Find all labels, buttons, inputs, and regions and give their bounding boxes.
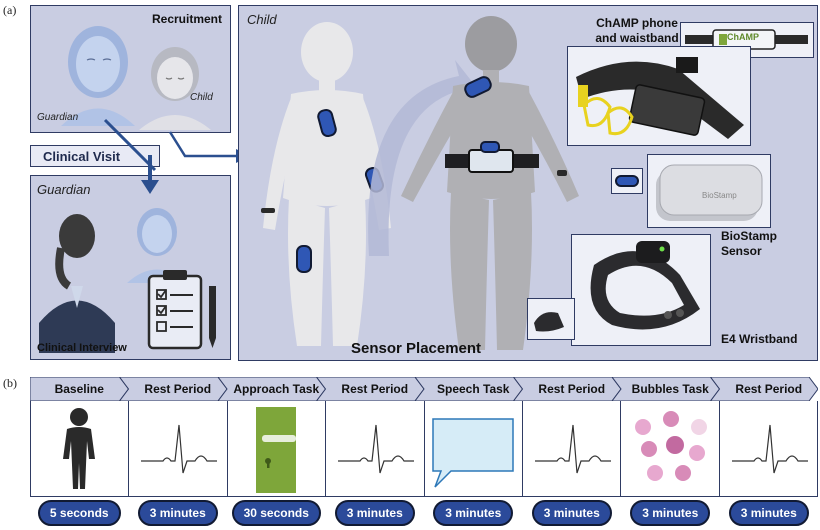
task-chevron-7 <box>611 377 721 401</box>
biostamp-label-line1: BioStamp <box>721 229 778 243</box>
waistband-icon <box>576 57 744 139</box>
waistband-inset <box>567 46 751 146</box>
task-label-3: Approach Task <box>233 382 320 396</box>
duration-pill-8: 3 minutes <box>728 500 809 526</box>
task-label-row: Baseline Rest Period Approach Task Rest … <box>30 377 818 401</box>
biostamp-leg-placement <box>296 245 312 273</box>
biostamp-label-line2: Sensor <box>721 244 762 258</box>
guardian-small-label: Guardian <box>37 112 79 123</box>
task-chevron-6 <box>512 377 622 401</box>
arrow-to-guardian-head <box>141 180 159 194</box>
rotation-arrow <box>368 60 477 256</box>
guardian-interview-box: Guardian <box>30 175 231 360</box>
biostamp-small-inset <box>611 168 643 194</box>
biostamp-inset: BioStamp <box>647 154 771 228</box>
e4-back-wrist-placement <box>557 170 567 176</box>
arrow-to-child-shaft <box>168 131 238 158</box>
duration-pill-7: 3 minutes <box>630 500 711 526</box>
duration-pill-1: 5 seconds <box>37 500 121 526</box>
ecg-waveform-icon <box>141 424 218 474</box>
duration-pill-3: 30 seconds <box>231 500 321 526</box>
child-title: Child <box>247 12 277 27</box>
task-chevron-3 <box>217 377 327 401</box>
task-chevron-4 <box>315 377 425 401</box>
duration-pill-5: 3 minutes <box>433 500 514 526</box>
task-cell-7 <box>621 401 720 496</box>
child-back-figure <box>401 16 579 350</box>
task-cell-1 <box>31 401 130 496</box>
arrow-to-visit <box>103 118 157 172</box>
e4-device-icon <box>534 312 564 332</box>
guardian-face-icon <box>61 26 135 126</box>
speech-bubble-icon <box>431 418 514 488</box>
ecg-waveform-icon-2 <box>338 424 415 474</box>
task-icon-row <box>30 401 818 497</box>
biostamp-back-placement <box>464 76 492 98</box>
e4-label: E4 Wristband <box>721 332 798 346</box>
door-icon <box>255 407 296 493</box>
biostamp-label: BioStamp Sensor <box>721 229 777 259</box>
task-label-7: Bubbles Task <box>631 382 709 396</box>
child-front-figure <box>261 22 391 346</box>
sensor-placement-label: Sensor Placement <box>351 340 482 357</box>
e4-wristband-icon <box>590 241 700 330</box>
duration-pill-4: 3 minutes <box>334 500 415 526</box>
biostamp-device-text: BioStamp <box>702 191 737 200</box>
child-small-label: Child <box>190 92 213 103</box>
task-label-1: Baseline <box>54 382 104 396</box>
person-silhouette-icon <box>63 408 95 489</box>
workflow-arrows <box>103 118 250 194</box>
biostamp-chest-placement <box>317 108 337 138</box>
task-label-2: Rest Period <box>144 382 212 396</box>
champ-label-line1: ChAMP phone <box>596 16 678 30</box>
task-cell-2 <box>129 401 228 496</box>
duration-pill-6: 3 minutes <box>531 500 612 526</box>
champ-logo: ChAMP <box>727 32 759 42</box>
ecg-waveform-icon-4 <box>731 424 808 474</box>
recruitment-box: Recruitment Guardian Child <box>30 5 231 133</box>
task-label-8: Rest Period <box>735 382 803 396</box>
task-chevron-5 <box>414 377 524 401</box>
sensor-placement-box: Child <box>238 5 818 361</box>
bubbles-icon <box>635 411 708 481</box>
task-label-6: Rest Period <box>538 382 606 396</box>
duration-pill-2: 3 minutes <box>137 500 218 526</box>
task-cell-8 <box>720 401 817 496</box>
task-timeline: Baseline Rest Period Approach Task Rest … <box>30 377 818 529</box>
panel-a-label: (a) <box>3 3 17 17</box>
task-label-5: Speech Task <box>437 382 510 396</box>
guardian-title: Guardian <box>37 182 91 197</box>
clinical-interview-illustration <box>39 208 216 353</box>
e4-device-inset <box>527 298 575 340</box>
biostamp-small-icon <box>615 175 639 187</box>
pencil-icon <box>209 286 216 348</box>
clinical-visit-banner: Clinical Visit <box>30 145 160 167</box>
champ-label-line2: and waistband <box>595 31 679 45</box>
task-cell-3 <box>228 401 327 496</box>
task-label-4: Rest Period <box>341 382 409 396</box>
duration-row: 5 seconds 3 minutes 30 seconds 3 minutes… <box>30 497 818 529</box>
recruitment-title: Recruitment <box>151 12 222 26</box>
panel-b-label: (b) <box>3 376 17 390</box>
task-cell-5 <box>425 401 523 496</box>
child-face-icon <box>139 47 211 130</box>
e4-wrist-placement <box>261 208 275 213</box>
task-cell-6 <box>523 401 622 496</box>
biostamp-device-icon <box>656 164 763 221</box>
task-chevron-8 <box>709 377 818 401</box>
e4-wristband-inset <box>571 234 711 346</box>
task-cell-4 <box>326 401 425 496</box>
clipboard-icon <box>147 270 203 350</box>
clinical-interview-label: Clinical Interview <box>37 342 127 354</box>
champ-label: ChAMP phone and waistband <box>577 16 697 46</box>
task-chevron-2 <box>118 377 228 401</box>
task-chevron-bar <box>30 377 818 401</box>
clinician-icon <box>39 214 115 353</box>
ecg-waveform-icon-3 <box>534 424 611 474</box>
